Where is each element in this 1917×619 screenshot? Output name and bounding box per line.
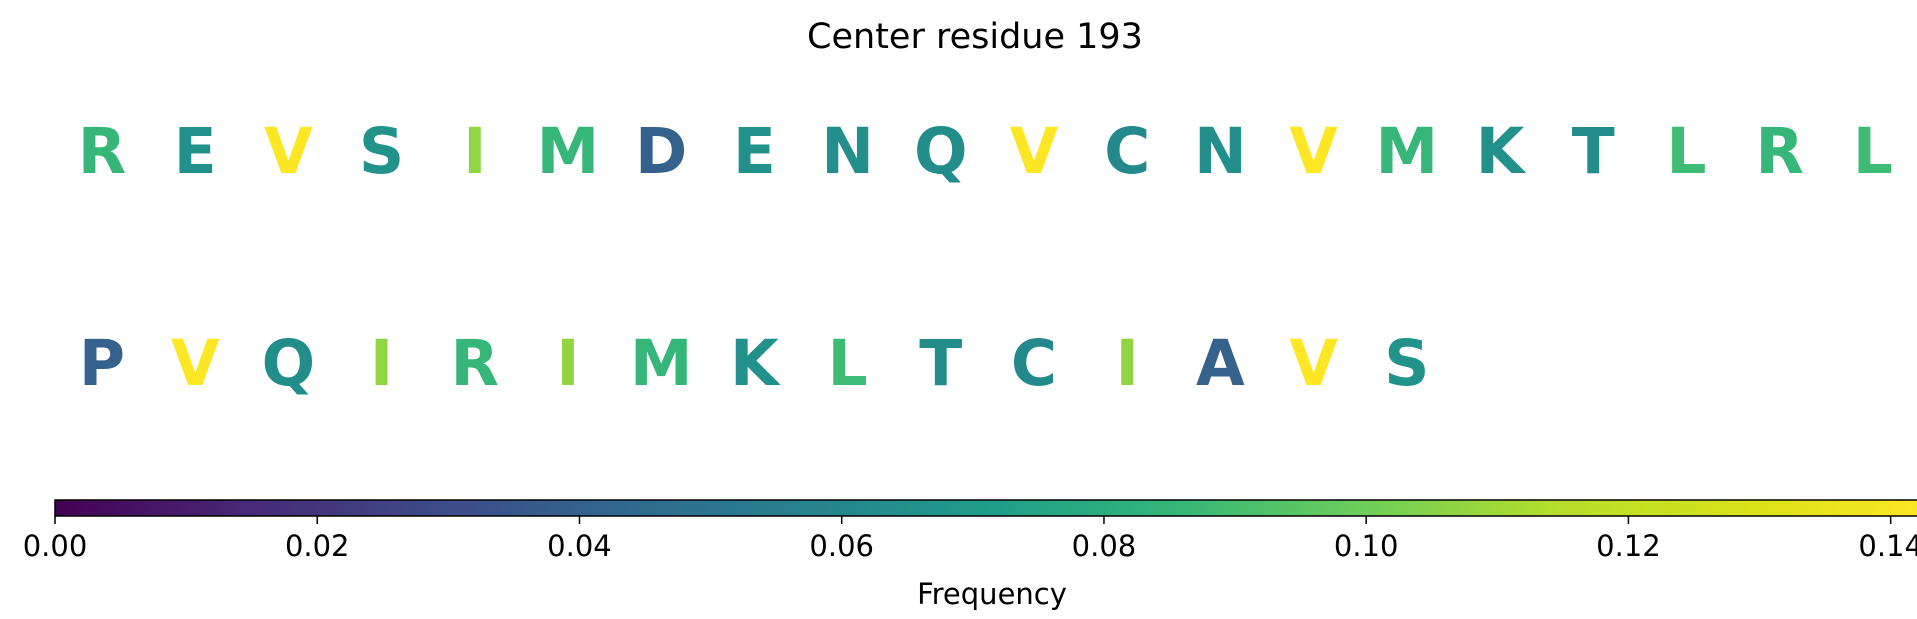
residue-letter: L: [1853, 115, 1893, 188]
residue-letter: S: [1384, 327, 1429, 400]
residue-letter: Q: [914, 115, 968, 188]
colorbar-label: Frequency: [917, 577, 1067, 611]
residue-letter: L: [1666, 115, 1706, 188]
residue-letter: N: [821, 115, 874, 188]
residue-letter: R: [78, 115, 127, 188]
residue-letter: R: [1755, 115, 1804, 188]
residue-letter: M: [630, 327, 693, 400]
residue-letter: K: [1476, 115, 1527, 188]
colorbar-tick-label: 0.02: [285, 529, 350, 563]
residue-letter: T: [919, 327, 962, 400]
residue-letter: S: [359, 115, 404, 188]
residue-letter: M: [1375, 115, 1438, 188]
residue-letter: I: [370, 327, 393, 400]
residue-letter: V: [171, 327, 220, 400]
colorbar-ticks: 0.00 0.02 0.04 0.06 0.08 0.10 0.12 0.14: [23, 516, 1917, 563]
colorbar-tick-label: 0.00: [23, 529, 88, 563]
residue-letter: C: [1011, 327, 1057, 400]
residue-letter: V: [1289, 327, 1338, 400]
residue-letter: V: [1289, 115, 1338, 188]
residue-letter: I: [1115, 327, 1138, 400]
colorbar-tick-label: 0.14: [1858, 529, 1917, 563]
residue-letter: T: [1572, 115, 1615, 188]
colorbar-tick-label: 0.06: [809, 529, 874, 563]
residue-letter: R: [451, 327, 500, 400]
residue-letter: E: [733, 115, 776, 188]
residue-letter: L: [828, 327, 868, 400]
residue-letter: V: [264, 115, 313, 188]
colorbar: 0.00 0.02 0.04 0.06 0.08 0.10 0.12 0.14 Frequen…: [23, 499, 1917, 611]
colorbar-tick-label: 0.08: [1072, 529, 1137, 563]
residue-letter: K: [730, 327, 781, 400]
residue-letter: E: [174, 115, 217, 188]
residue-letter: M: [537, 115, 600, 188]
residue-letter: I: [556, 327, 579, 400]
colorbar-gradient: [54, 499, 1917, 517]
residue-letter: D: [635, 115, 687, 188]
chart-title: Center residue 193: [807, 17, 1143, 57]
residue-letter: P: [79, 327, 125, 400]
colorbar-tick-label: 0.10: [1334, 529, 1399, 563]
residue-letter: C: [1104, 115, 1150, 188]
residue-letter: Q: [262, 327, 316, 400]
residue-letter: N: [1194, 115, 1247, 188]
colorbar-tick-label: 0.04: [547, 529, 612, 563]
residue-letter: V: [1010, 115, 1059, 188]
colorbar-tick-label: 0.12: [1596, 529, 1661, 563]
residue-letter: A: [1196, 327, 1245, 400]
residue-letter: I: [463, 115, 486, 188]
